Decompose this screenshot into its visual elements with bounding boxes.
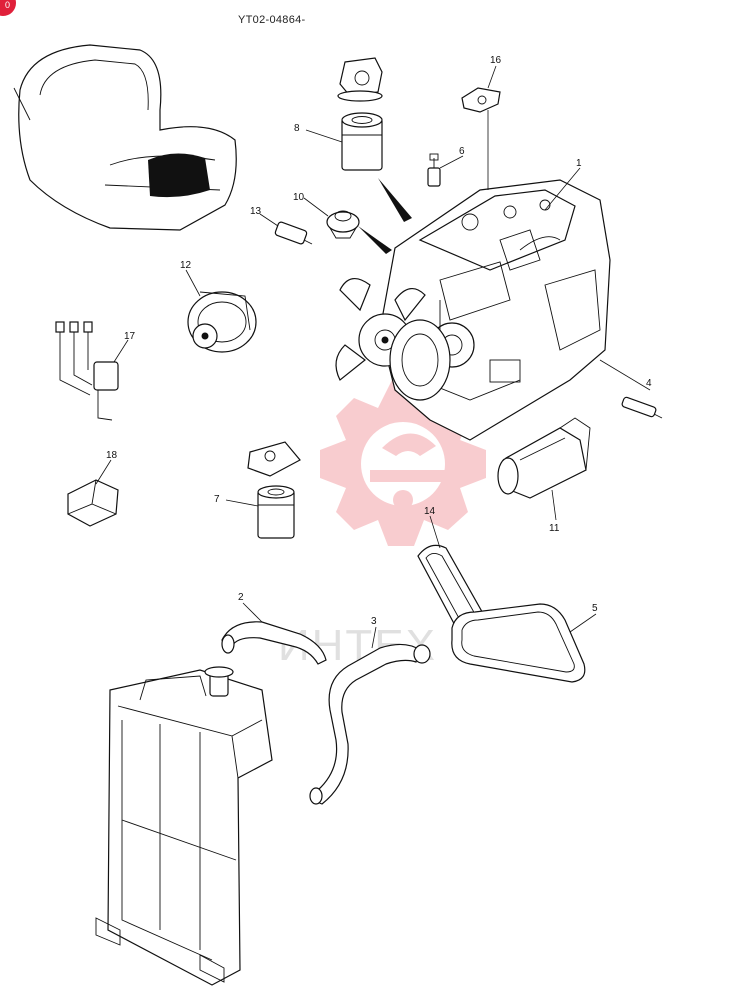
engine-assembly-icon — [335, 179, 611, 441]
leader-lines — [95, 65, 651, 649]
oil-filter-icon — [341, 112, 383, 171]
callout-17: 17 — [124, 331, 136, 342]
callout-11: 11 — [549, 523, 560, 534]
callout-10: 10 — [293, 192, 305, 203]
alternator-icon — [187, 291, 257, 353]
glow-plug-icon — [621, 396, 663, 419]
callout-3: 3 — [371, 616, 377, 627]
relay-harness-icon — [55, 321, 119, 421]
starter-motor-icon — [497, 417, 591, 499]
callout-16: 16 — [490, 55, 502, 66]
callout-6: 6 — [459, 146, 465, 157]
drive-belt-icon — [451, 603, 586, 683]
radiator-icon — [95, 666, 273, 986]
callout-5: 5 — [592, 603, 598, 614]
callout-18: 18 — [106, 450, 118, 461]
corner-badge: 0 — [0, 0, 16, 16]
arrow-icon — [358, 226, 392, 254]
pressure-switch-icon — [274, 221, 313, 245]
upper-radiator-hose-icon — [221, 621, 327, 665]
gasket-icon — [461, 87, 501, 113]
filter-head-icon — [337, 57, 383, 102]
callout-2: 2 — [238, 592, 244, 603]
sensor-switch-icon — [427, 153, 441, 187]
document-code: YT02-04864- — [238, 14, 306, 26]
callout-4: 4 — [646, 378, 652, 389]
relay-icon — [67, 479, 119, 527]
callout-12: 12 — [180, 260, 192, 271]
callout-1: 1 — [576, 158, 582, 169]
callout-13: 13 — [250, 206, 262, 217]
callout-14: 14 — [424, 506, 436, 517]
arrow-icon — [378, 178, 412, 222]
callout-8: 8 — [294, 123, 300, 134]
fuel-filter-icon — [257, 485, 295, 539]
fuel-filter-head-icon — [247, 441, 301, 477]
callout-7: 7 — [214, 494, 220, 505]
lower-radiator-hose-icon — [309, 643, 431, 805]
thermostat-icon — [326, 210, 360, 239]
operator-seat-icon — [13, 44, 237, 231]
